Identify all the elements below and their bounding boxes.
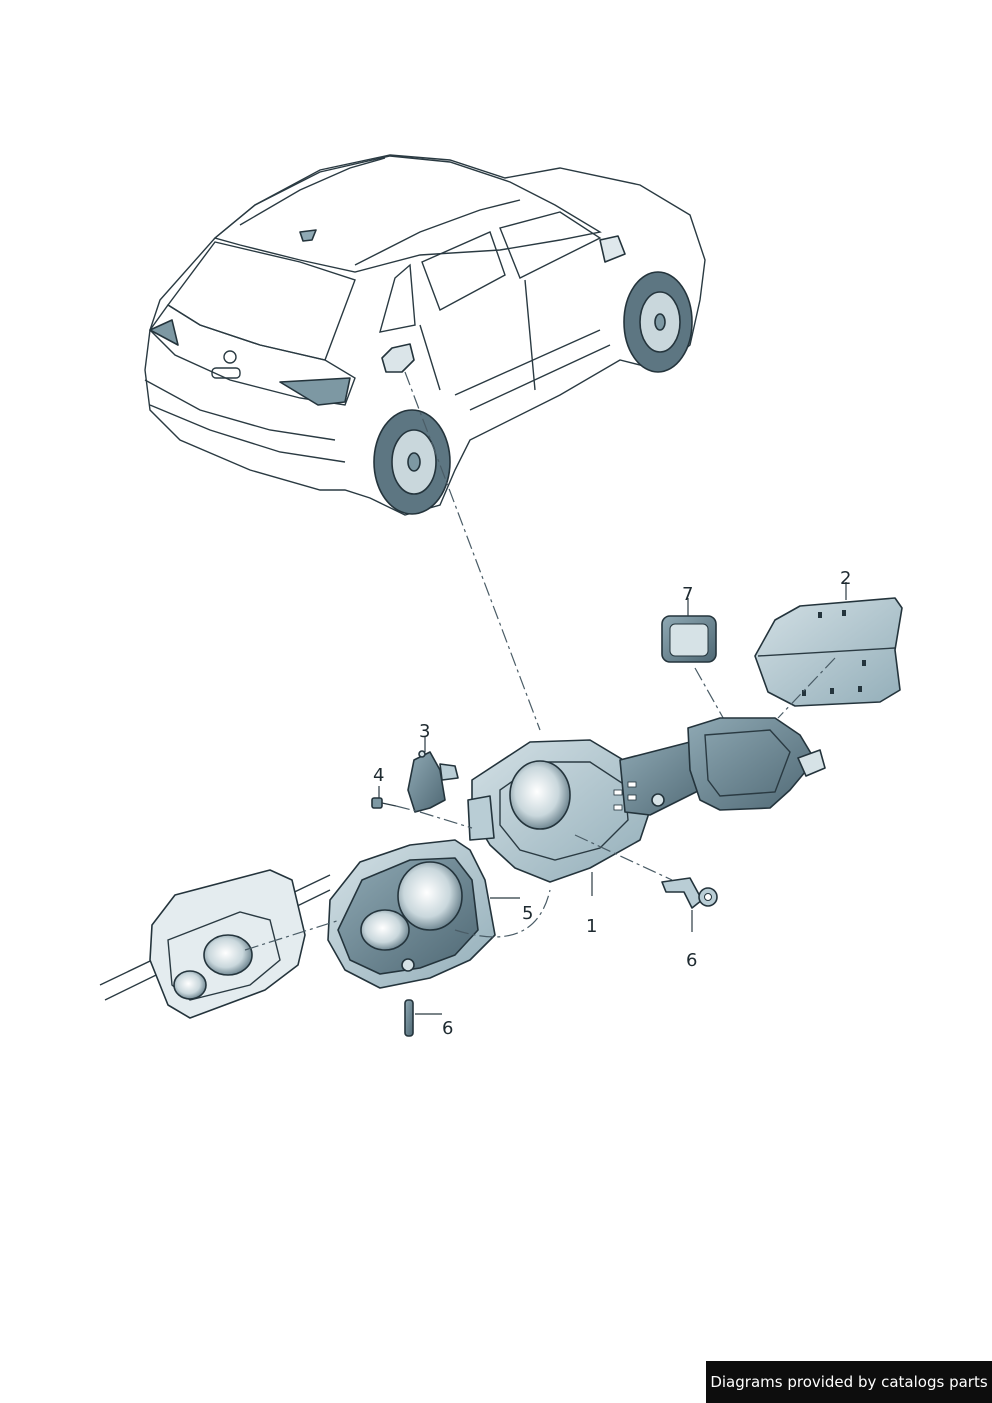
part-1-hinge-slots — [613, 781, 637, 811]
part-2-flap-cover — [754, 597, 903, 707]
part-6-hose-right — [661, 877, 718, 909]
side-window-middle — [421, 231, 506, 311]
taillight-left — [149, 319, 179, 346]
side-window-front — [499, 211, 602, 279]
part-3-actuator — [407, 750, 459, 813]
roof-antenna — [299, 229, 317, 242]
side-mirror — [599, 235, 626, 263]
roof-rail-right — [354, 199, 521, 266]
clip — [842, 610, 846, 616]
part-6-pin-bottom — [404, 999, 414, 1037]
part-5-fuel-port — [397, 861, 463, 931]
part-6-eyelet-hole — [704, 893, 712, 901]
rear-bumper — [144, 379, 346, 463]
taillight-right — [279, 377, 351, 406]
rear-hub — [407, 452, 421, 472]
part-3-assembly-line — [419, 811, 473, 829]
license-plate-recess — [211, 367, 241, 379]
part-3-mount — [418, 750, 426, 758]
callout-7: 7 — [682, 584, 693, 605]
part-1-lock-stub — [467, 795, 495, 841]
rear-wheel — [373, 409, 451, 515]
callout-6-bottom: 6 — [442, 1018, 453, 1039]
fuel-flap-on-car — [381, 343, 415, 373]
clip — [858, 686, 862, 692]
part-5-adblue-port — [360, 909, 410, 951]
rear-emblem — [223, 350, 237, 364]
body-adblue-neck — [173, 970, 207, 1000]
callout-3: 3 — [419, 721, 430, 742]
car-body — [144, 154, 706, 516]
car-to-part-leader — [404, 371, 541, 731]
clip — [862, 660, 866, 666]
body-panel-opening — [99, 869, 331, 1019]
slot — [627, 794, 637, 801]
part-2-clips — [802, 610, 866, 696]
vehicle-illustration — [144, 154, 706, 516]
car-roof — [213, 155, 602, 273]
part-1-flap-door — [687, 717, 816, 811]
part-4-head — [371, 797, 383, 809]
callout-1: 1 — [586, 916, 597, 937]
part-5-to-part-1-line — [454, 889, 551, 938]
housing-to-body-line — [244, 919, 341, 951]
front-hub — [654, 313, 666, 331]
part-1-flap-unit — [467, 717, 826, 883]
callout-2: 2 — [840, 568, 851, 589]
part-3-body — [407, 751, 446, 813]
part-1-flap-inner — [704, 729, 791, 797]
callout-6-right: 6 — [686, 950, 697, 971]
part-1-hinge-pin — [651, 793, 665, 807]
clip — [830, 688, 834, 694]
part-4-thread — [381, 802, 397, 807]
part-7-cap — [661, 615, 717, 663]
part-1-to-6-line — [574, 834, 673, 881]
callout-4-overlay: 4 — [373, 765, 385, 786]
front-wheel — [623, 271, 693, 373]
roof-rail-left — [239, 157, 386, 226]
slot — [613, 789, 623, 796]
part-4-assembly-line — [395, 805, 421, 813]
part-1-flap-latch — [797, 749, 826, 777]
part-6-pin — [404, 999, 414, 1037]
part-5-filler-housing — [327, 839, 496, 989]
part-5-drain — [401, 958, 415, 972]
body-filler-neck — [203, 934, 253, 976]
part-2-fold — [757, 647, 896, 657]
part-7-inner — [669, 623, 709, 657]
part-1-filler-hole — [509, 760, 571, 830]
part-1-inner-bowl — [499, 761, 629, 861]
part-4-screw — [371, 797, 397, 809]
part-3-plunger — [439, 763, 459, 781]
slot — [613, 804, 623, 811]
slot — [627, 781, 637, 788]
part-6-hose-body — [661, 877, 703, 909]
callout-5: 5 — [522, 903, 533, 924]
side-window-rear — [379, 263, 416, 333]
part-7-assembly-line — [694, 667, 749, 763]
credit-banner: Diagrams provided by catalogs parts — [706, 1361, 992, 1403]
part-2-assembly-line — [777, 657, 836, 719]
door-lines — [419, 279, 611, 411]
clip — [802, 690, 806, 696]
clip — [818, 612, 822, 618]
